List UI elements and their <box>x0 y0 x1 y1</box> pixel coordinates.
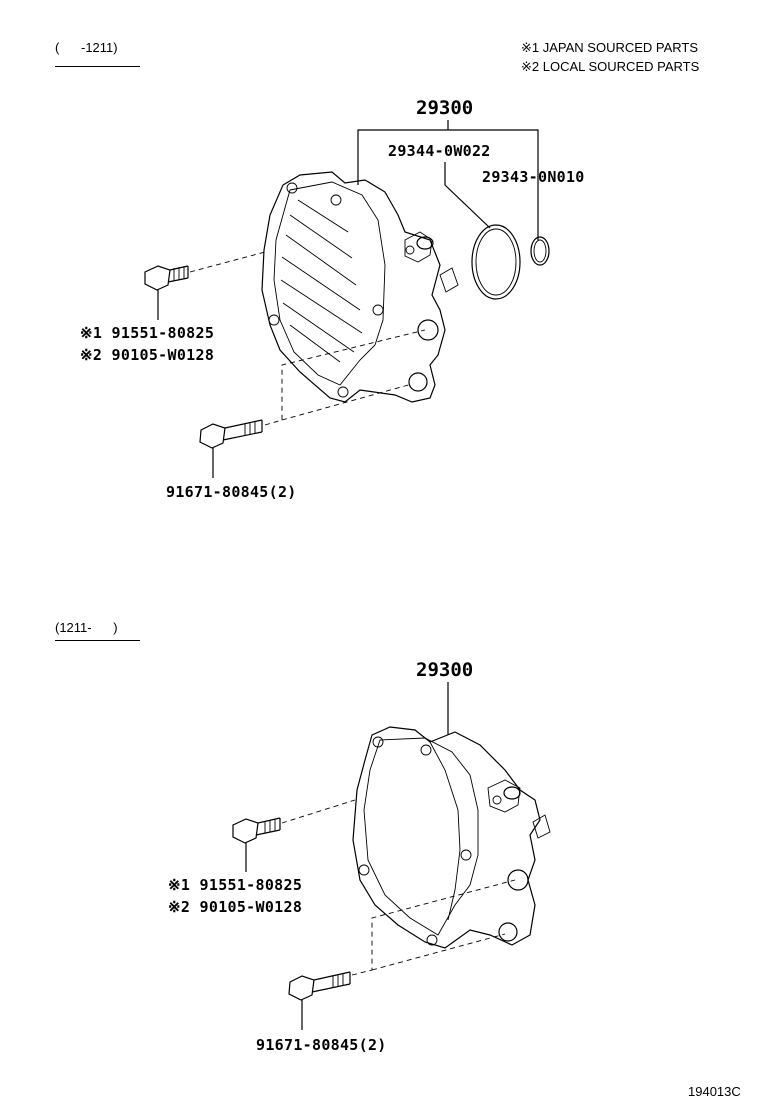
bolt-short-bottom <box>232 817 281 872</box>
bolt-long-top <box>199 419 263 478</box>
bolt-short-part-number-2-bottom: ※2 90105-W0128 <box>168 898 303 916</box>
bolt-short-top <box>144 265 189 320</box>
assembly-number-top: 29300 <box>416 97 474 119</box>
bolt-short-part-number-2-top: ※2 90105-W0128 <box>80 346 215 364</box>
bolt-long-part-number-top: 91671-80845(2) <box>166 483 297 501</box>
range-bottom: (1211- ) <box>55 620 118 635</box>
range-top: ( -1211) <box>55 40 118 55</box>
legend-note-1: ※1 JAPAN SOURCED PARTS <box>521 40 699 55</box>
oring-large-part-number: 29344-0W022 <box>388 142 491 160</box>
range-top-underline <box>55 66 140 67</box>
legend-note-2: ※2 LOCAL SOURCED PARTS <box>521 59 700 74</box>
oring-small-part-number: 29343-0N010 <box>482 168 585 186</box>
bolt-long-bottom <box>288 971 351 1030</box>
bolt-short-part-number-1-bottom: ※1 91551-80825 <box>168 876 303 894</box>
bolt-short-part-number-1-top: ※1 91551-80825 <box>80 324 215 342</box>
assembly-number-bottom: 29300 <box>416 659 474 681</box>
vacuum-pump-top <box>144 120 550 478</box>
figure-code: 194013C <box>688 1084 741 1099</box>
bolt-long-part-number-bottom: 91671-80845(2) <box>256 1036 387 1054</box>
range-bottom-underline <box>55 640 140 641</box>
vacuum-pump-bottom <box>232 682 551 1030</box>
